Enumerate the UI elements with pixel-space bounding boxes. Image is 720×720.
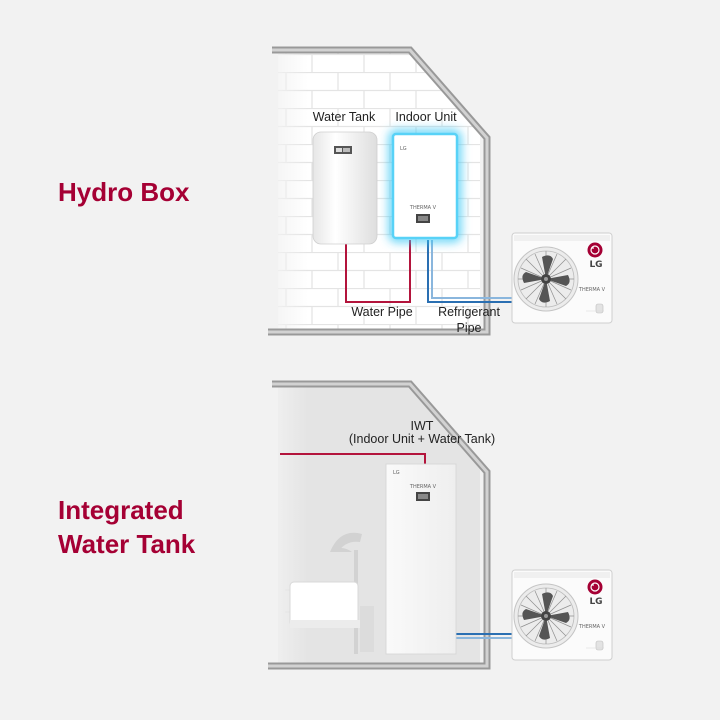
small-table [360, 606, 374, 652]
iwt-label: IWT [411, 419, 434, 433]
iwt-detail-label: (Indoor Unit + Water Tank) [349, 432, 495, 446]
integrated-water-tank-heading-line1: Integrated [58, 495, 184, 525]
iwt-model-text: THERMA V [409, 484, 437, 490]
indoor-unit: LG THERMA V [389, 130, 461, 242]
water-pipe-label: Water Pipe [351, 305, 412, 319]
water-tank [312, 131, 378, 245]
refrigerant-pipe-iwt [455, 633, 514, 639]
outdoor-unit-bottom: LG THERMA V [511, 569, 613, 661]
integrated-water-tank-heading-line2: Water Tank [58, 529, 196, 559]
hydro-box-heading: Hydro Box [58, 177, 190, 207]
water-pipe-iwt [280, 453, 426, 466]
outdoor-unit-top-model: THERMA V [578, 287, 606, 293]
outdoor-unit-top: LG THERMA V [511, 232, 613, 324]
indoor-unit-label: Indoor Unit [395, 110, 457, 124]
hydro-box-scene: LG THERMA V LG THERMA V Water Tank Indoo… [268, 46, 613, 340]
indoor-unit-logo-text: LG [400, 146, 407, 152]
integrated-water-tank-heading: Integrated Water Tank [58, 493, 195, 561]
integrated-water-tank-scene: LG THERMA V LG THERMA V IWT (Indoor Unit… [268, 380, 613, 674]
refrigerant-pipe-label-line1: Refrigerant [438, 305, 500, 319]
outdoor-unit-top-brand: LG [589, 260, 602, 270]
water-pipe [345, 240, 411, 303]
refrigerant-pipe [427, 240, 513, 303]
refrigerant-pipe-label-line2: Pipe [456, 321, 481, 335]
outdoor-unit-bottom-model: THERMA V [578, 624, 606, 630]
outdoor-unit-bottom-brand: LG [589, 597, 602, 607]
house-wall-top [278, 50, 480, 332]
water-tank-label: Water Tank [313, 110, 376, 124]
iwt-unit: LG THERMA V [385, 463, 457, 655]
sofa [289, 581, 362, 628]
indoor-unit-model-text: THERMA V [409, 205, 437, 211]
iwt-logo-text: LG [393, 470, 400, 476]
